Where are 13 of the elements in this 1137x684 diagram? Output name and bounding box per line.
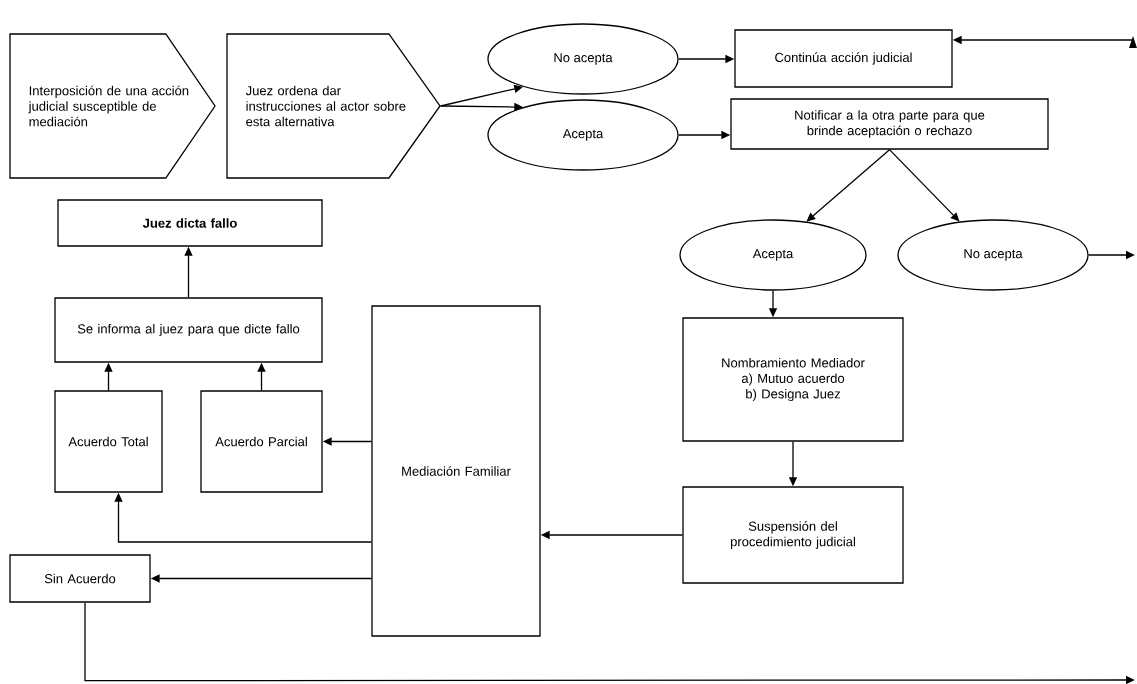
arrow [888,149,960,222]
process-box: Notificar a la otra parte para que brinde aceptación o rechazo [730,98,1049,150]
process-box: Acuerdo Total [54,390,163,493]
process-box: Nombramiento Mediador a) Mutuo acuerdo b) Designa Juez [682,317,904,442]
arrow [806,149,891,222]
process-box: Acuerdo Parcial [200,390,323,493]
process-box: Se informa al juez para que dicte fallo [54,297,323,363]
process-box: Mediación Familiar [371,305,541,637]
arrow [84,602,1135,684]
process-box: Juez dicta fallo [57,199,323,247]
process-box: Sin Acuerdo [9,554,151,603]
process-box: Suspensión del procedimiento judicial [682,486,904,584]
process-box: Continúa acción judicial [734,29,953,88]
